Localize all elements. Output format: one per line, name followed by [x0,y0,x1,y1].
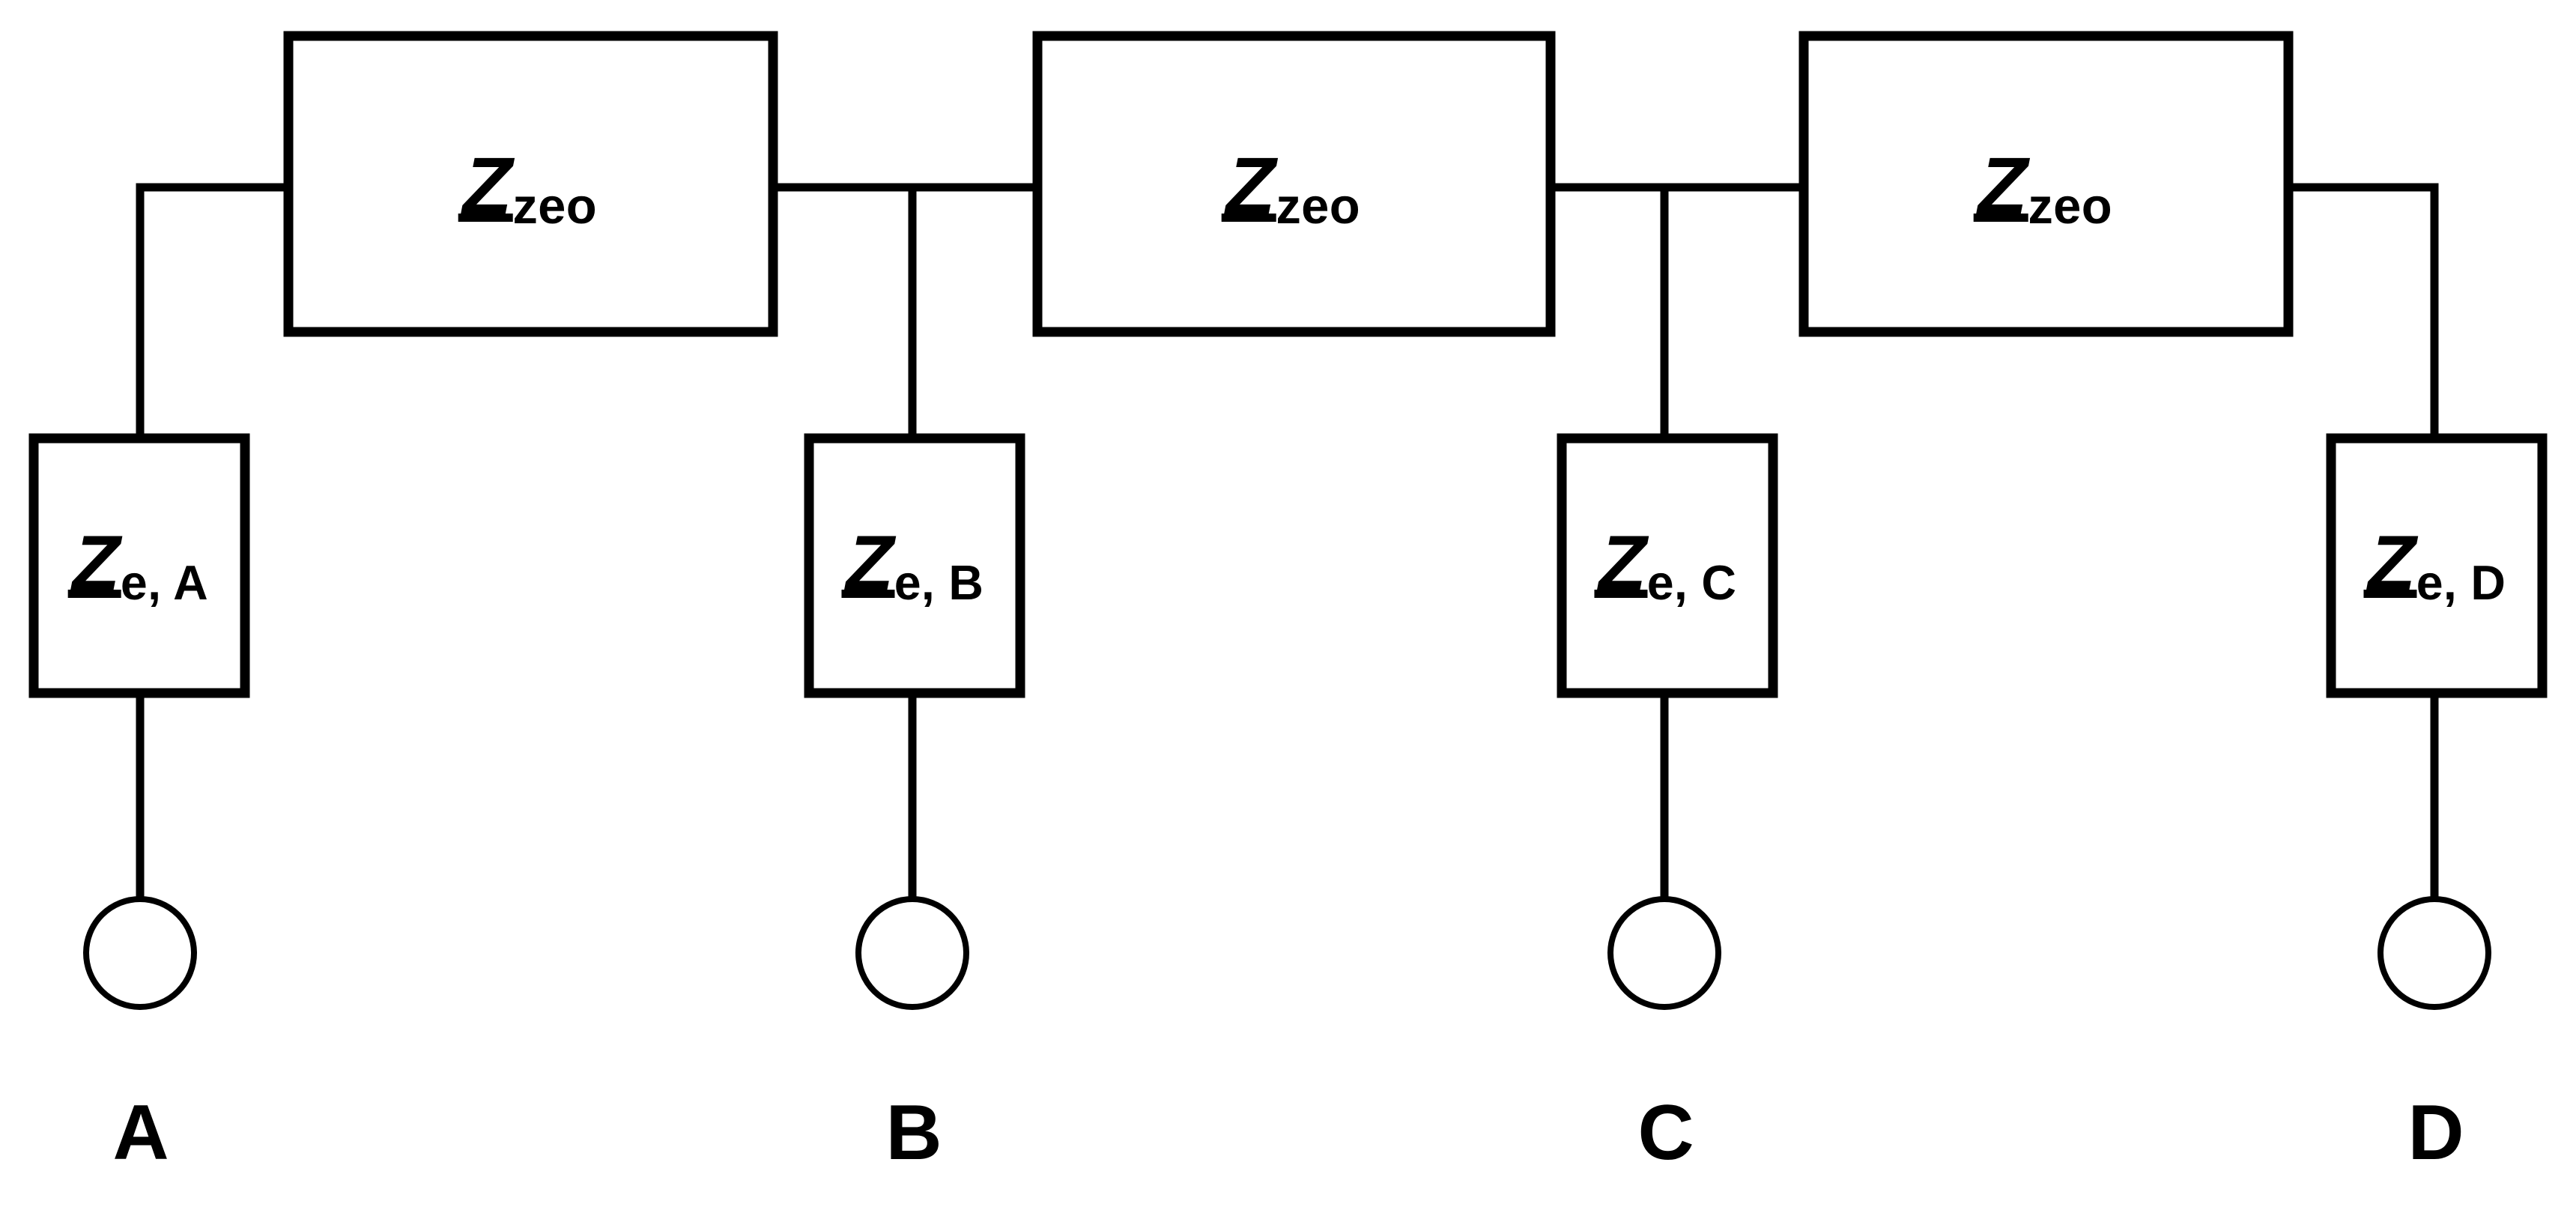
shunt-box-group [28,433,2548,698]
shunt-box-ze-a[interactable] [28,433,250,698]
terminal-circle-group [83,896,2491,1010]
series-box-zeo-3[interactable] [1798,31,2294,337]
shunt-box-ze-c[interactable] [1557,433,1778,698]
shunt-box-ze-d[interactable] [2326,433,2548,698]
series-box-zeo-2[interactable] [1032,31,1556,337]
terminal-circle-a[interactable] [83,896,197,1010]
series-box-group [283,31,2294,337]
terminal-circle-d[interactable] [2378,896,2491,1010]
wire-left-lead [136,183,293,438]
terminal-circle-b[interactable] [855,896,969,1010]
terminal-circle-c[interactable] [1607,896,1721,1010]
wire-group [136,183,2439,901]
wire-right-lead [2284,183,2439,438]
series-box-zeo-1[interactable] [283,31,778,337]
shunt-box-ze-b[interactable] [804,433,1025,698]
